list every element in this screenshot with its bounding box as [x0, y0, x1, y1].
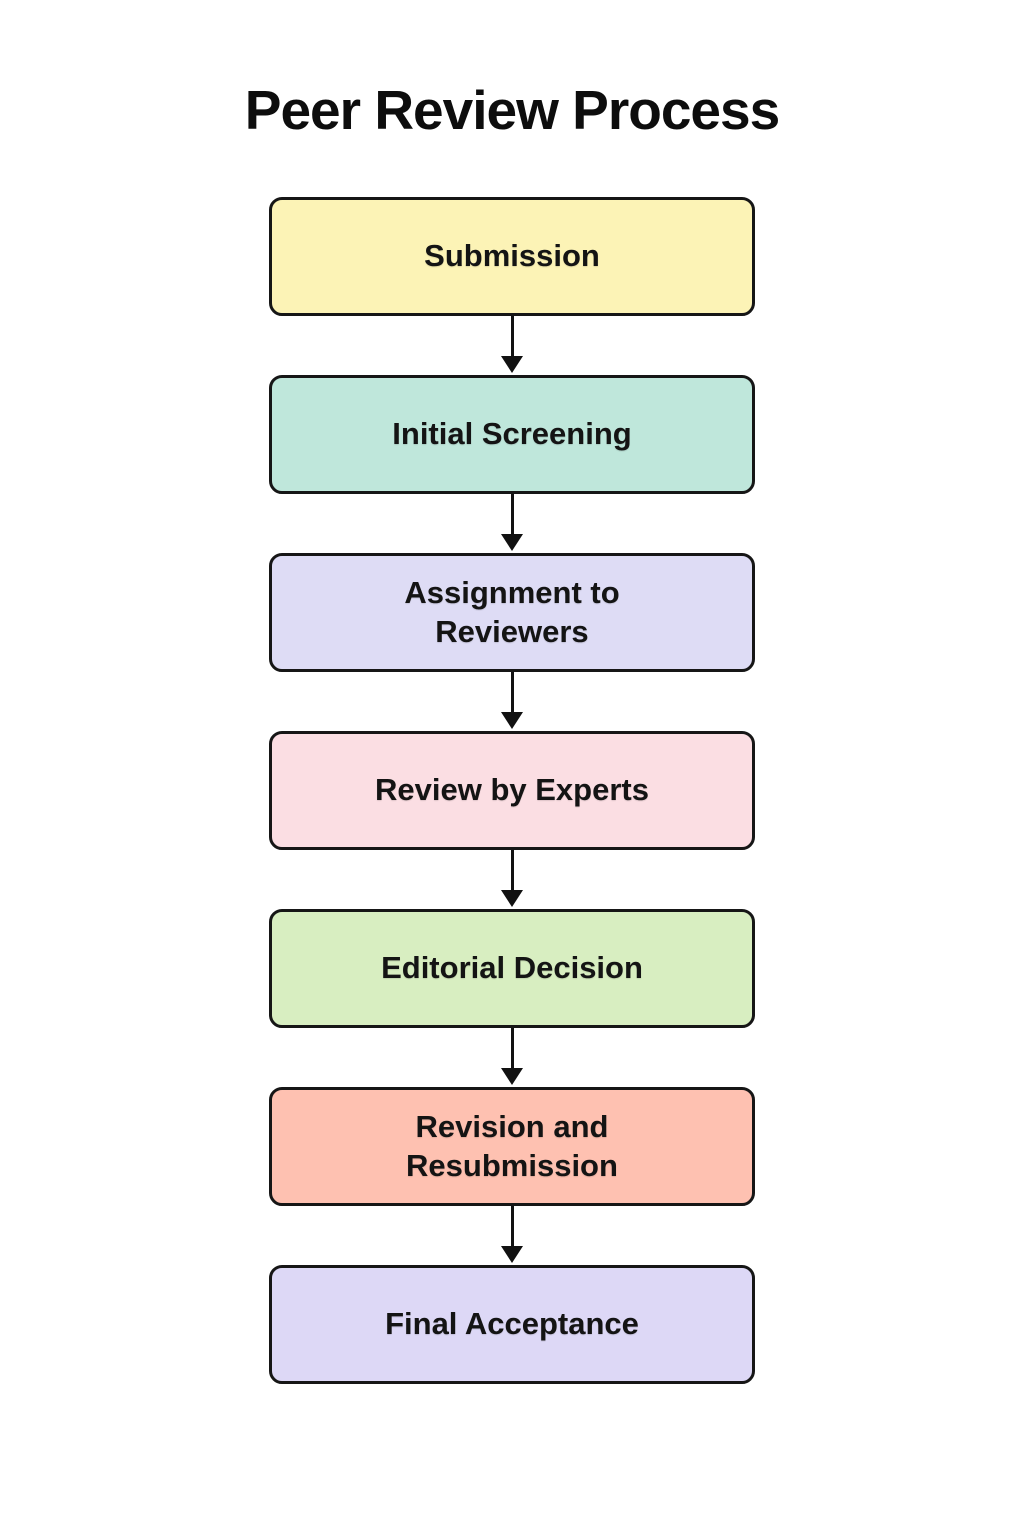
- arrow-head-icon: [501, 1245, 523, 1263]
- flow-node-initial-screening: Initial Screening: [269, 374, 755, 494]
- flow-node-label: Revision and Resubmission: [406, 1108, 618, 1184]
- arrow-head-icon: [501, 711, 523, 729]
- flow-arrow-down-1: [501, 315, 523, 375]
- arrow-line: [510, 1205, 514, 1247]
- arrow-line: [510, 849, 514, 891]
- flow-node-label: Final Acceptance: [385, 1306, 639, 1342]
- flowchart: Submission Initial Screening Assignment …: [0, 196, 1024, 1384]
- flow-node-assignment-to-reviewers: Assignment to Reviewers: [269, 552, 755, 672]
- arrow-head-icon: [501, 355, 523, 373]
- flow-arrow-down-4: [501, 849, 523, 909]
- page-title: Peer Review Process: [244, 79, 780, 141]
- flow-node-label: Editorial Decision: [381, 950, 643, 986]
- flow-node-review-by-experts: Review by Experts: [269, 730, 755, 850]
- flow-arrow-down-5: [501, 1027, 523, 1087]
- flow-node-editorial-decision: Editorial Decision: [269, 908, 755, 1028]
- arrow-head-icon: [501, 1067, 523, 1085]
- flow-node-label: Assignment to Reviewers: [404, 574, 620, 650]
- flow-node-label: Submission: [424, 238, 600, 274]
- flow-arrow-down-2: [501, 493, 523, 553]
- flow-node-revision-and-resubmission: Revision and Resubmission: [269, 1086, 755, 1206]
- arrow-line: [510, 315, 514, 357]
- arrow-line: [510, 493, 514, 535]
- flow-node-label: Review by Experts: [375, 772, 649, 808]
- arrow-head-icon: [501, 889, 523, 907]
- flow-node-final-acceptance: Final Acceptance: [269, 1264, 755, 1384]
- arrow-line: [510, 1027, 514, 1069]
- flow-node-label: Initial Screening: [392, 416, 632, 452]
- flow-arrow-down-6: [501, 1205, 523, 1265]
- flow-arrow-down-3: [501, 671, 523, 731]
- arrow-line: [510, 671, 514, 713]
- arrow-head-icon: [501, 533, 523, 551]
- flow-node-submission: Submission: [269, 196, 755, 316]
